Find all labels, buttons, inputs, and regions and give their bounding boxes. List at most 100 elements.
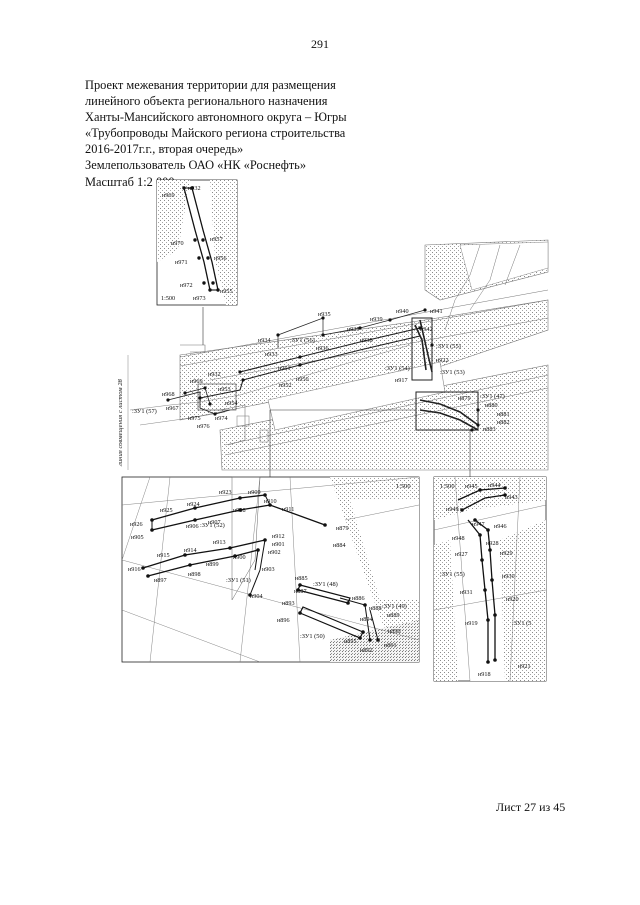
parcel-label: :ЗУ1 (54) bbox=[385, 365, 410, 372]
point-label: н953 bbox=[218, 386, 231, 393]
title-line: Ханты-Мансийского автономного округа – Ю… bbox=[85, 110, 347, 125]
main-map-parcel-labels: :ЗУ1 (57) :ЗУ1 (56) :ЗУ1 (55) :ЗУ1 (54) … bbox=[132, 337, 505, 415]
point-label: н913 bbox=[213, 539, 226, 546]
point-label: н879 bbox=[458, 395, 471, 402]
point-label: н895 bbox=[344, 638, 357, 645]
point-label: н888 bbox=[369, 605, 382, 612]
point-label: н949 bbox=[446, 506, 459, 513]
point-label: н885 bbox=[295, 575, 308, 582]
point-label: н925 bbox=[160, 507, 173, 514]
point-label: н932 bbox=[188, 185, 201, 192]
point-label: н905 bbox=[131, 534, 144, 541]
point-label: н879 bbox=[336, 525, 349, 532]
point-label: н937 bbox=[347, 326, 360, 333]
point-label: н941 bbox=[430, 308, 443, 315]
point-label: н892 bbox=[360, 647, 373, 654]
point-label: н934 bbox=[258, 337, 271, 344]
inset-scale: 1:500 bbox=[161, 295, 175, 302]
title-line: Масштаб 1:2 000 bbox=[85, 174, 175, 189]
point-label: н922 bbox=[436, 357, 449, 364]
parcel-label: :ЗУ1 (53) bbox=[440, 369, 465, 376]
point-label: н893 bbox=[282, 600, 295, 607]
parcel-label: :ЗУ1 (5 bbox=[512, 620, 531, 627]
point-label: н917 bbox=[395, 377, 408, 384]
point-label: н946 bbox=[494, 523, 507, 530]
title-line: линейного объекта регионального назначен… bbox=[85, 94, 328, 109]
point-label: н951 bbox=[278, 365, 291, 372]
document-title: Проект межевания территории для размещен… bbox=[85, 77, 425, 190]
point-label: н927 bbox=[455, 551, 468, 558]
point-label: н914 bbox=[184, 547, 197, 554]
point-label: н971 bbox=[175, 259, 188, 266]
point-label: н924 bbox=[187, 501, 200, 508]
inset-map-3: н945 н944 н943 н949 н947 н946 н948 н928 … bbox=[433, 476, 547, 682]
point-label: н942 bbox=[420, 326, 433, 333]
sheet-number: Лист 27 из 45 bbox=[496, 800, 566, 814]
title-line: Землепользователь ОАО «НК «Роснефть» bbox=[85, 158, 307, 173]
main-map-point-labels: н935 н939 н940 н941 н934 н937 н938 н942 … bbox=[162, 308, 510, 433]
point-label: н896 bbox=[277, 617, 290, 624]
point-label: н969 bbox=[190, 378, 203, 385]
point-label: н891 bbox=[384, 642, 397, 649]
parcel-label: :ЗУ1 (48) bbox=[313, 581, 338, 588]
point-label: н935 bbox=[318, 311, 331, 318]
point-label: н883 bbox=[483, 426, 496, 433]
point-label: н886 bbox=[352, 595, 365, 602]
inset-scale: 1:500 bbox=[440, 483, 455, 490]
point-label: н970 bbox=[171, 240, 184, 247]
point-label: н898 bbox=[188, 571, 201, 578]
point-label: н957 bbox=[210, 236, 223, 243]
point-label: н969 bbox=[162, 192, 175, 199]
parcel-label: :ЗУ1 (47) bbox=[480, 393, 505, 400]
point-label: н952 bbox=[279, 382, 292, 389]
point-label: н950 bbox=[296, 376, 309, 383]
parcel-label: :ЗУ1 (57) bbox=[132, 408, 157, 415]
parcel-label: :ЗУ1 (52) bbox=[200, 522, 225, 529]
point-label: н904 bbox=[250, 593, 263, 600]
parcel-label: :ЗУ1 (51) bbox=[226, 577, 251, 584]
point-label: н916 bbox=[128, 566, 141, 573]
point-label: н882 bbox=[497, 419, 510, 426]
point-label: н976 bbox=[197, 423, 210, 430]
match-line-label: линия совмещения с листом 28 bbox=[117, 379, 124, 467]
point-label: н929 bbox=[500, 550, 513, 557]
point-label: н947 bbox=[472, 521, 485, 528]
point-label: н967 bbox=[166, 405, 179, 412]
point-label: н956 bbox=[214, 255, 227, 262]
point-label: н928 bbox=[486, 540, 499, 547]
page-number: 291 bbox=[311, 37, 329, 51]
point-label: н938 bbox=[360, 337, 373, 344]
point-label: н899 bbox=[206, 561, 219, 568]
main-map-base bbox=[127, 239, 549, 477]
point-label: н897 bbox=[154, 577, 167, 584]
point-label: н884 bbox=[333, 542, 346, 549]
point-label: н939 bbox=[370, 316, 383, 323]
point-label: н926 bbox=[130, 521, 143, 528]
point-label: н945 bbox=[465, 483, 478, 490]
point-label: н920 bbox=[506, 596, 519, 603]
point-label: н887 bbox=[294, 588, 307, 595]
parcel-label: :ЗУ1 (55) bbox=[436, 343, 461, 350]
point-label: н894 bbox=[360, 616, 373, 623]
point-label: н889 bbox=[387, 612, 400, 619]
point-label: н881 bbox=[497, 411, 510, 418]
point-label: н909 bbox=[248, 489, 261, 496]
point-label: н910 bbox=[264, 498, 277, 505]
point-label: н911 bbox=[282, 506, 294, 513]
parcel-label: :ЗУ1 (56) bbox=[290, 337, 315, 344]
point-label: н932 bbox=[208, 371, 221, 378]
point-label: н919 bbox=[465, 620, 478, 627]
parcel-label: :ЗУ1 (50) bbox=[300, 633, 325, 640]
title-line: Проект межевания территории для размещен… bbox=[85, 78, 336, 92]
point-label: н973 bbox=[193, 295, 206, 302]
point-label: н974 bbox=[215, 415, 228, 422]
inset-map-2: н923 н909 н924 н910 н925 н908 н911 н926 … bbox=[121, 476, 420, 663]
point-label: н906 bbox=[186, 523, 199, 530]
point-label: н912 bbox=[272, 533, 285, 540]
point-label: н955 bbox=[220, 288, 233, 295]
inset-map-1: н969 н932 н970 н957 н971 н956 н972 н955 … bbox=[156, 179, 238, 306]
title-line: «Трубопроводы Майского региона строитель… bbox=[85, 126, 346, 141]
point-label: н908 bbox=[233, 507, 246, 514]
point-label: н907 bbox=[208, 519, 221, 526]
